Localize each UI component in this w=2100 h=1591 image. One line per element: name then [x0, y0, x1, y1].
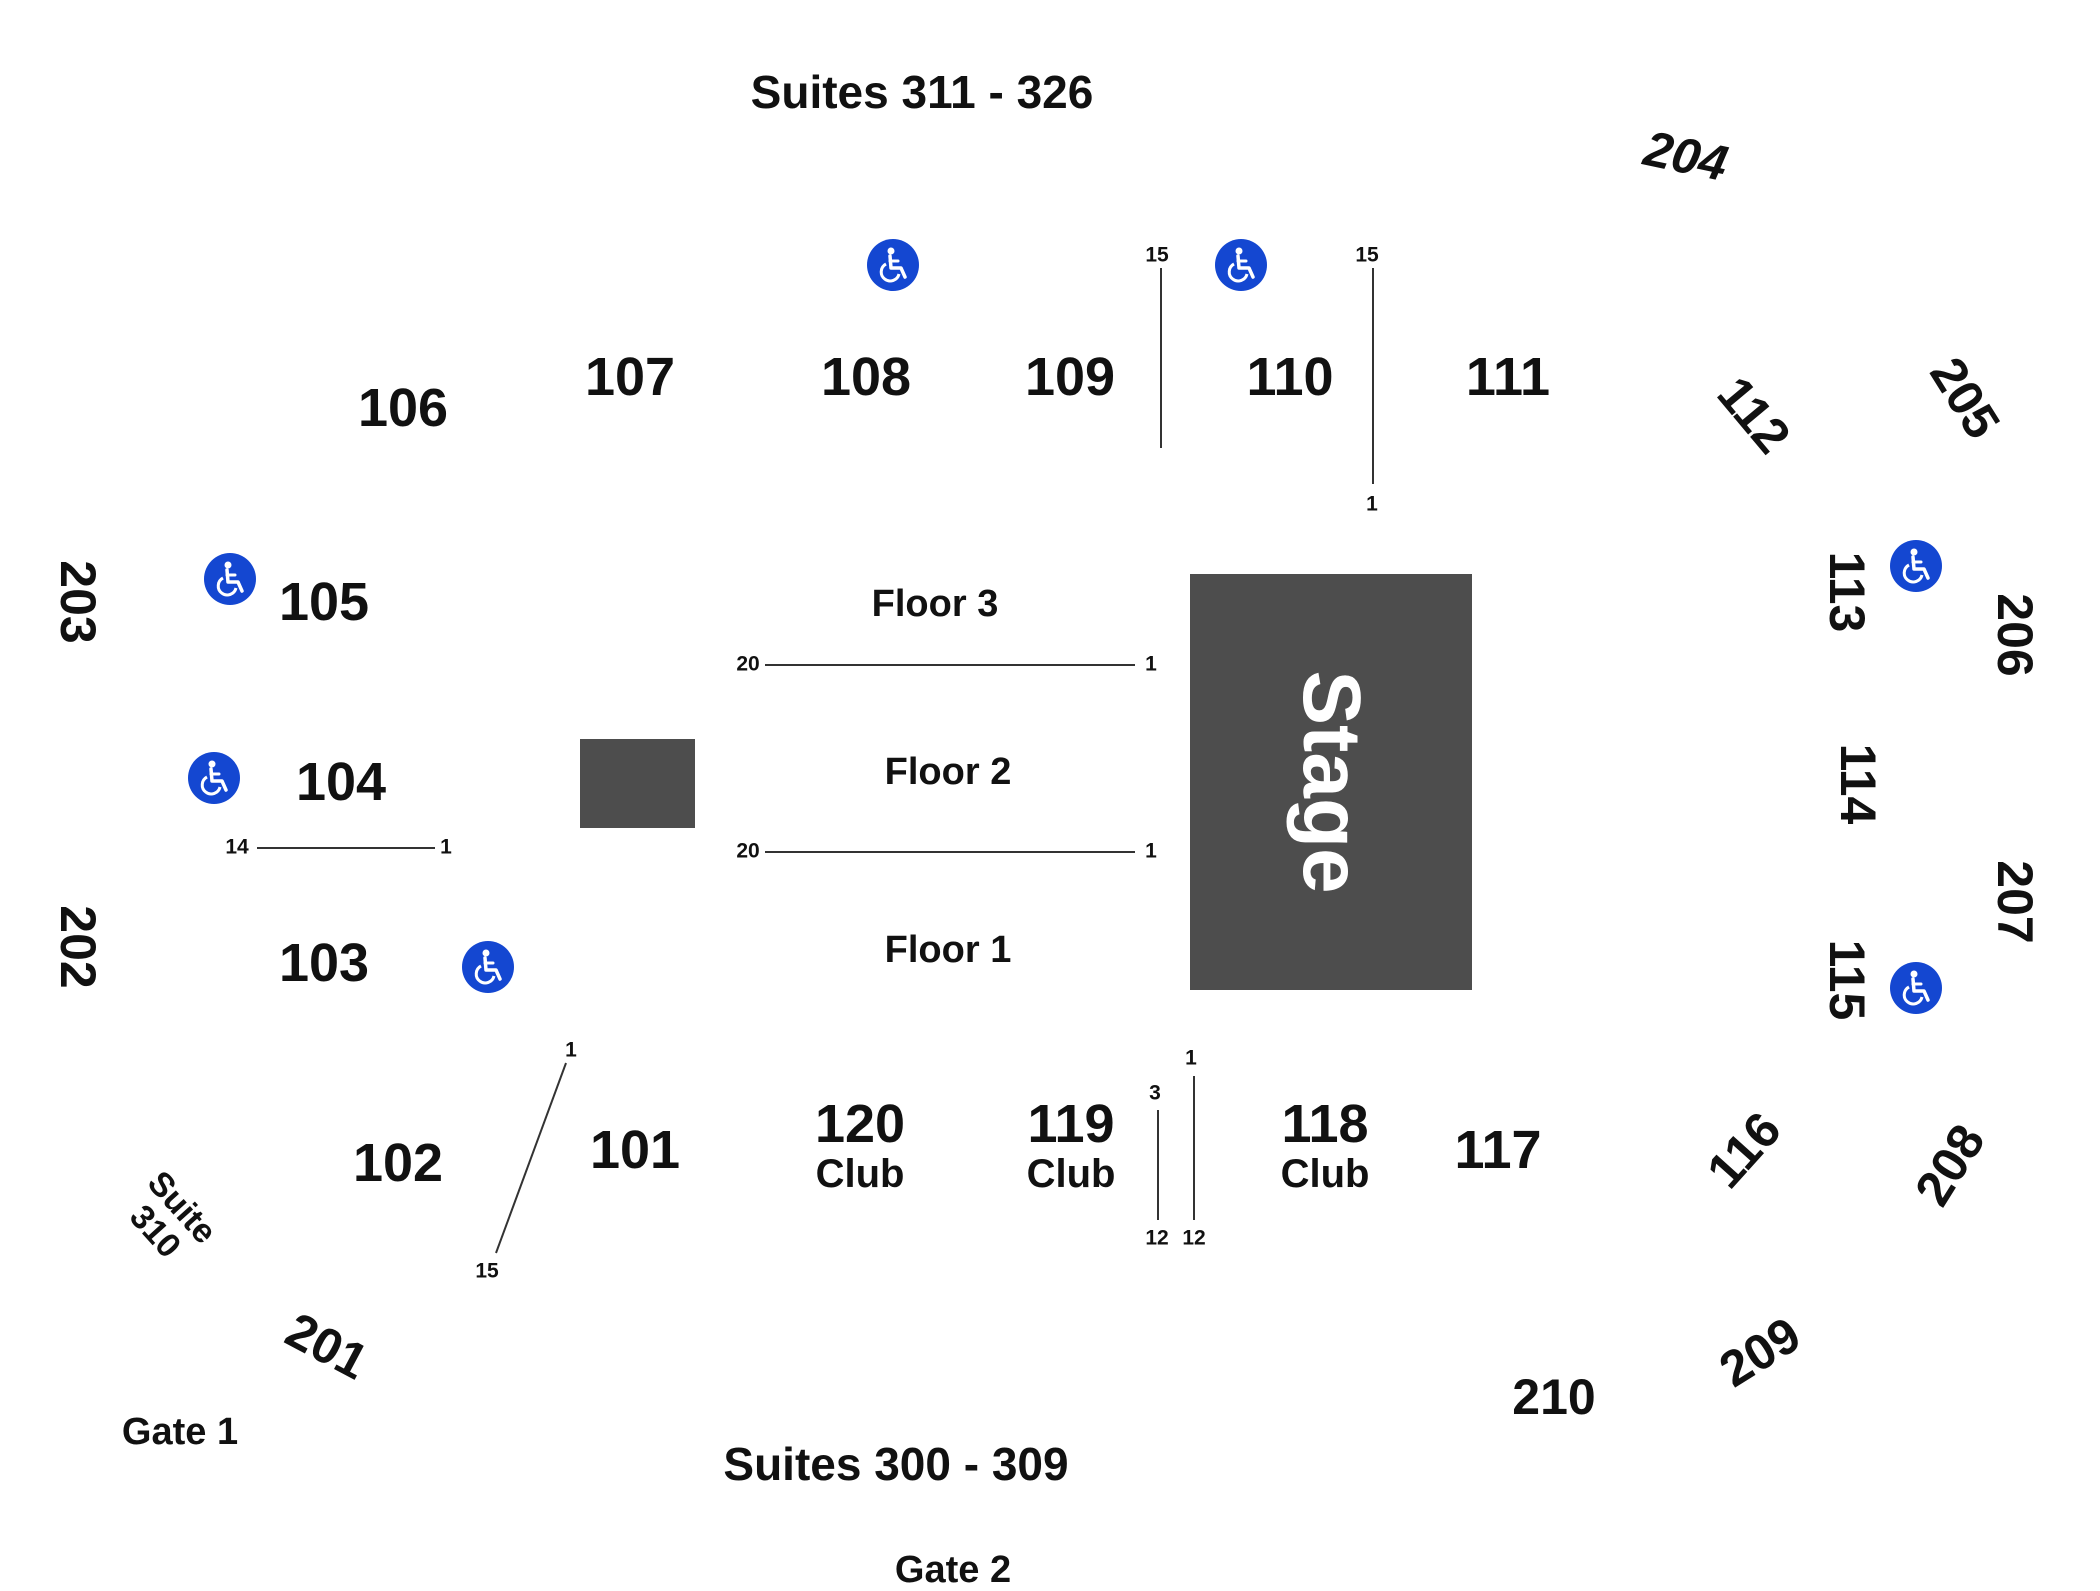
wheelchair-icon[interactable]: [461, 940, 515, 994]
section-105[interactable]: 105: [278, 572, 370, 632]
section-117[interactable]: 117: [1454, 1120, 1542, 1180]
section-120[interactable]: 120: [814, 1094, 906, 1154]
floor-2-row-line: [765, 851, 1135, 853]
suites-bottom-label[interactable]: Suites 300 - 309: [723, 1438, 1069, 1490]
section-120-club: Club: [815, 1152, 905, 1196]
section-119-row-line: [1157, 1110, 1159, 1220]
gate-2-label: Gate 2: [894, 1549, 1012, 1591]
section-118-row-top: 1: [1185, 1046, 1197, 1070]
section-119[interactable]: 119: [1027, 1094, 1115, 1154]
section-104[interactable]: 104: [295, 752, 387, 812]
floor-1-label[interactable]: Floor 1: [884, 929, 1012, 971]
section-119-row-top: 3: [1149, 1081, 1161, 1105]
stage[interactable]: Stage: [1190, 574, 1472, 990]
section-210[interactable]: 210: [1512, 1369, 1596, 1425]
section-106[interactable]: 106: [357, 378, 449, 438]
wheelchair-icon[interactable]: [1214, 238, 1268, 292]
floor-3-label[interactable]: Floor 3: [871, 583, 999, 625]
gate-1-label: Gate 1: [121, 1411, 239, 1453]
section-110-row-top: 15: [1355, 243, 1379, 267]
section-110-row-line: [1372, 268, 1374, 484]
wheelchair-icon[interactable]: [1889, 961, 1943, 1015]
floor-2-row-start: 20: [736, 839, 760, 863]
section-104-row-start: 14: [225, 835, 249, 859]
wheelchair-icon[interactable]: [203, 552, 257, 606]
section-104-row-end: 1: [440, 835, 452, 859]
suites-top-label[interactable]: Suites 311 - 326: [750, 66, 1094, 118]
section-119-club: Club: [1026, 1152, 1116, 1196]
sound-booth: [580, 739, 695, 828]
section-111[interactable]: 111: [1465, 347, 1551, 407]
section-118[interactable]: 118: [1281, 1094, 1369, 1154]
floor-3-row-end: 1: [1145, 652, 1157, 676]
section-101-row-top: 1: [565, 1038, 577, 1062]
wheelchair-icon[interactable]: [1889, 539, 1943, 593]
section-110-row-bottom: 1: [1366, 492, 1378, 516]
floor-2-row-end: 1: [1145, 839, 1157, 863]
section-118-row-line: [1193, 1076, 1195, 1220]
floor-3-row-start: 20: [736, 652, 760, 676]
section-118-row-bottom: 12: [1182, 1226, 1206, 1250]
section-102[interactable]: 102: [352, 1133, 444, 1193]
wheelchair-icon[interactable]: [187, 751, 241, 805]
section-109[interactable]: 109: [1024, 347, 1116, 407]
section-101-row-bottom: 15: [475, 1259, 499, 1283]
wheelchair-icon[interactable]: [866, 238, 920, 292]
section-103[interactable]: 103: [278, 933, 370, 993]
section-108[interactable]: 108: [820, 347, 912, 407]
section-104-row-line: [257, 847, 435, 849]
section-110[interactable]: 110: [1246, 347, 1334, 407]
section-119-row-bottom: 12: [1145, 1226, 1169, 1250]
floor-2-label[interactable]: Floor 2: [884, 751, 1012, 793]
floor-3-row-line: [765, 664, 1135, 666]
section-118-club: Club: [1280, 1152, 1370, 1196]
section-107[interactable]: 107: [584, 347, 676, 407]
section-109-row-line: [1160, 268, 1162, 448]
section-109-row-top: 15: [1145, 243, 1169, 267]
section-101[interactable]: 101: [589, 1120, 681, 1180]
